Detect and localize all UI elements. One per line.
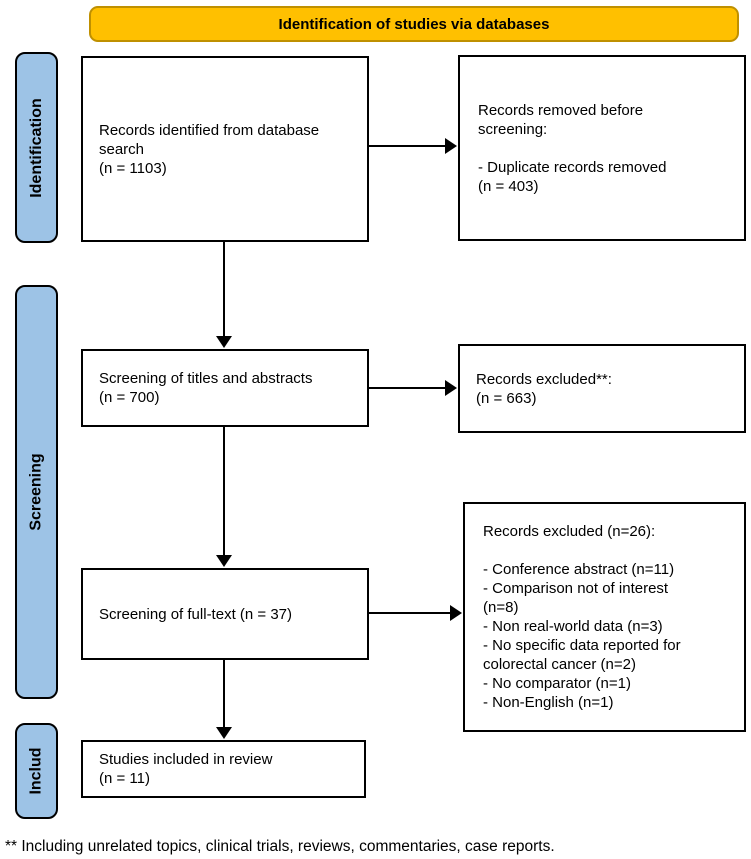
stage-screening-label: Screening — [27, 453, 45, 531]
box-records-excluded-fulltext-text: Records excluded (n=26): - Conference ab… — [483, 523, 681, 711]
box-studies-included-text: Studies included in review (n = 11) — [99, 751, 273, 787]
arrow-down-fulltext-to-included-line — [223, 660, 225, 728]
arrow-right-identified-to-removed-line — [369, 145, 447, 147]
box-title-abstract-screening-text: Screening of titles and abstracts (n = 7… — [99, 370, 313, 406]
arrow-down-titles-to-fulltext-head — [216, 555, 232, 567]
box-records-removed: Records removed before screening: - Dupl… — [458, 55, 746, 241]
banner-label: Identification of studies via databases — [278, 15, 550, 33]
stage-included: Includ — [15, 723, 58, 819]
stage-identification-label: Identification — [27, 97, 45, 198]
box-records-excluded-titles-text: Records excluded**: (n = 663) — [476, 370, 612, 407]
arrow-down-identified-to-titles-head — [216, 336, 232, 348]
stage-included-label: Includ — [27, 747, 45, 795]
box-studies-included: Studies included in review (n = 11) — [81, 740, 366, 798]
arrow-down-fulltext-to-included-head — [216, 727, 232, 739]
box-fulltext-screening-text: Screening of full-text (n = 37) — [99, 605, 293, 623]
arrow-down-identified-to-titles-line — [223, 242, 225, 338]
box-records-excluded-fulltext: Records excluded (n=26): - Conference ab… — [463, 502, 746, 732]
box-records-removed-text: Records removed before screening: - Dupl… — [478, 101, 667, 195]
arrow-right-fulltext-to-excluded-head — [450, 605, 462, 621]
arrow-down-titles-to-fulltext-line — [223, 427, 225, 557]
arrow-right-titles-to-excluded-head — [445, 380, 457, 396]
box-records-identified: Records identified from database search … — [81, 56, 369, 242]
box-title-abstract-screening: Screening of titles and abstracts (n = 7… — [81, 349, 369, 427]
arrow-right-titles-to-excluded-line — [369, 387, 447, 389]
stage-identification: Identification — [15, 52, 58, 243]
banner-identification-via-databases: Identification of studies via databases — [89, 6, 739, 42]
footnote: ** Including unrelated topics, clinical … — [5, 838, 555, 855]
box-records-identified-text: Records identified from database search … — [99, 121, 320, 177]
arrow-right-fulltext-to-excluded-line — [369, 612, 452, 614]
stage-screening: Screening — [15, 285, 58, 699]
box-records-excluded-titles: Records excluded**: (n = 663) — [458, 344, 746, 433]
box-fulltext-screening: Screening of full-text (n = 37) — [81, 568, 369, 660]
arrow-right-identified-to-removed-head — [445, 138, 457, 154]
